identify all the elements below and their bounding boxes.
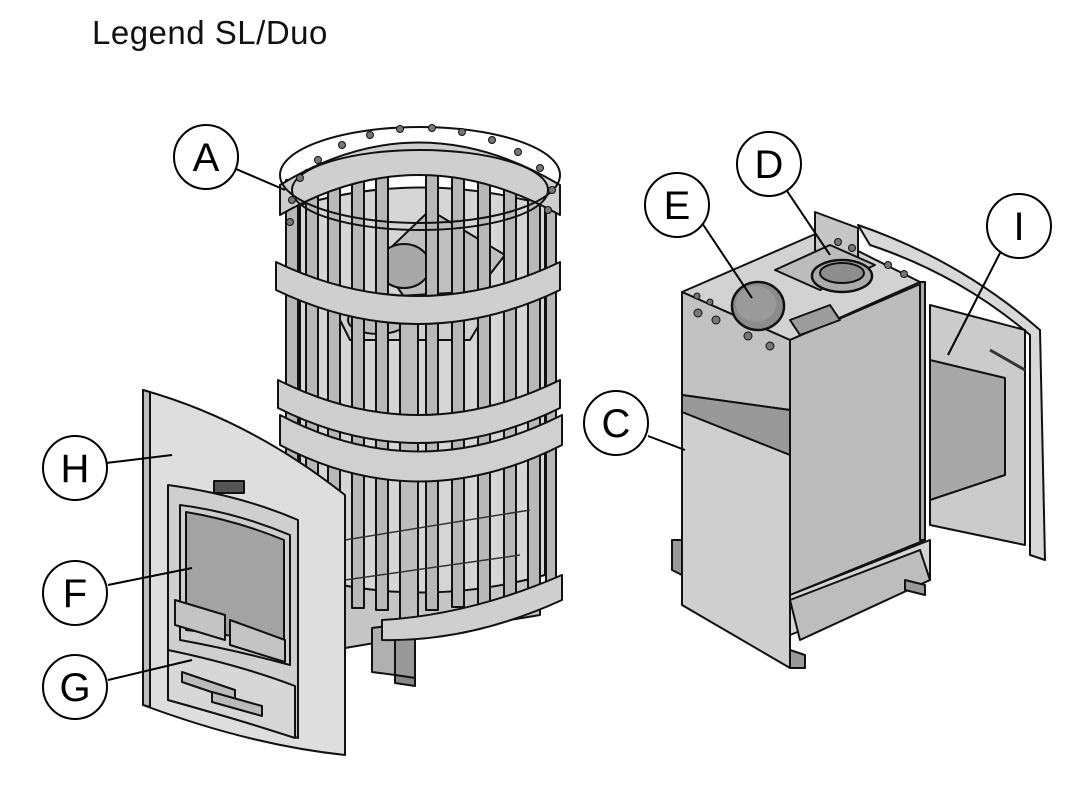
callout-G: G: [42, 654, 108, 720]
callout-label-e: E: [664, 184, 691, 228]
callout-label-i: I: [1013, 205, 1024, 249]
callout-label-f: F: [63, 572, 87, 616]
callout-H: H: [42, 435, 108, 501]
callout-label-d: D: [755, 143, 784, 187]
leader-lines: [105, 168, 1001, 681]
callout-label-g: G: [59, 666, 90, 710]
callout-label-c: C: [602, 402, 631, 446]
callout-D: D: [736, 131, 802, 197]
heater-body: [671, 211, 931, 669]
callout-C: C: [583, 390, 649, 456]
stone-cage: [275, 124, 563, 642]
page-title: Legend SL/Duo: [92, 14, 328, 51]
callout-A: A: [173, 124, 239, 190]
side-panel: [857, 224, 1046, 561]
callout-F: F: [42, 560, 108, 626]
front-panel: [142, 389, 346, 756]
callout-label-a: A: [193, 136, 220, 180]
callout-I: I: [986, 193, 1052, 259]
callout-E: E: [644, 172, 710, 238]
callout-label-h: H: [61, 447, 90, 491]
